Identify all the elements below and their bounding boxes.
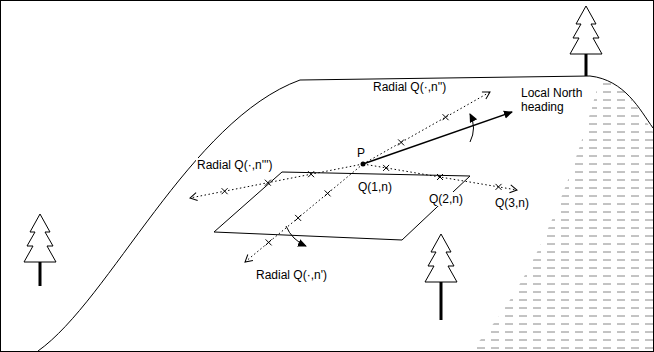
radial-label: Radial Q(·,n''): [372, 80, 447, 94]
radial-label: Radial Q(·,n'''): [196, 158, 274, 172]
point-label: Q(2,n): [428, 192, 464, 206]
heading-label: Local North heading: [520, 86, 592, 114]
point-label: P: [356, 146, 366, 160]
point-label: Q(3,n): [494, 196, 530, 210]
point-label: Q(1,n): [357, 180, 393, 194]
radial-label: Radial Q(·,n'): [255, 268, 328, 282]
